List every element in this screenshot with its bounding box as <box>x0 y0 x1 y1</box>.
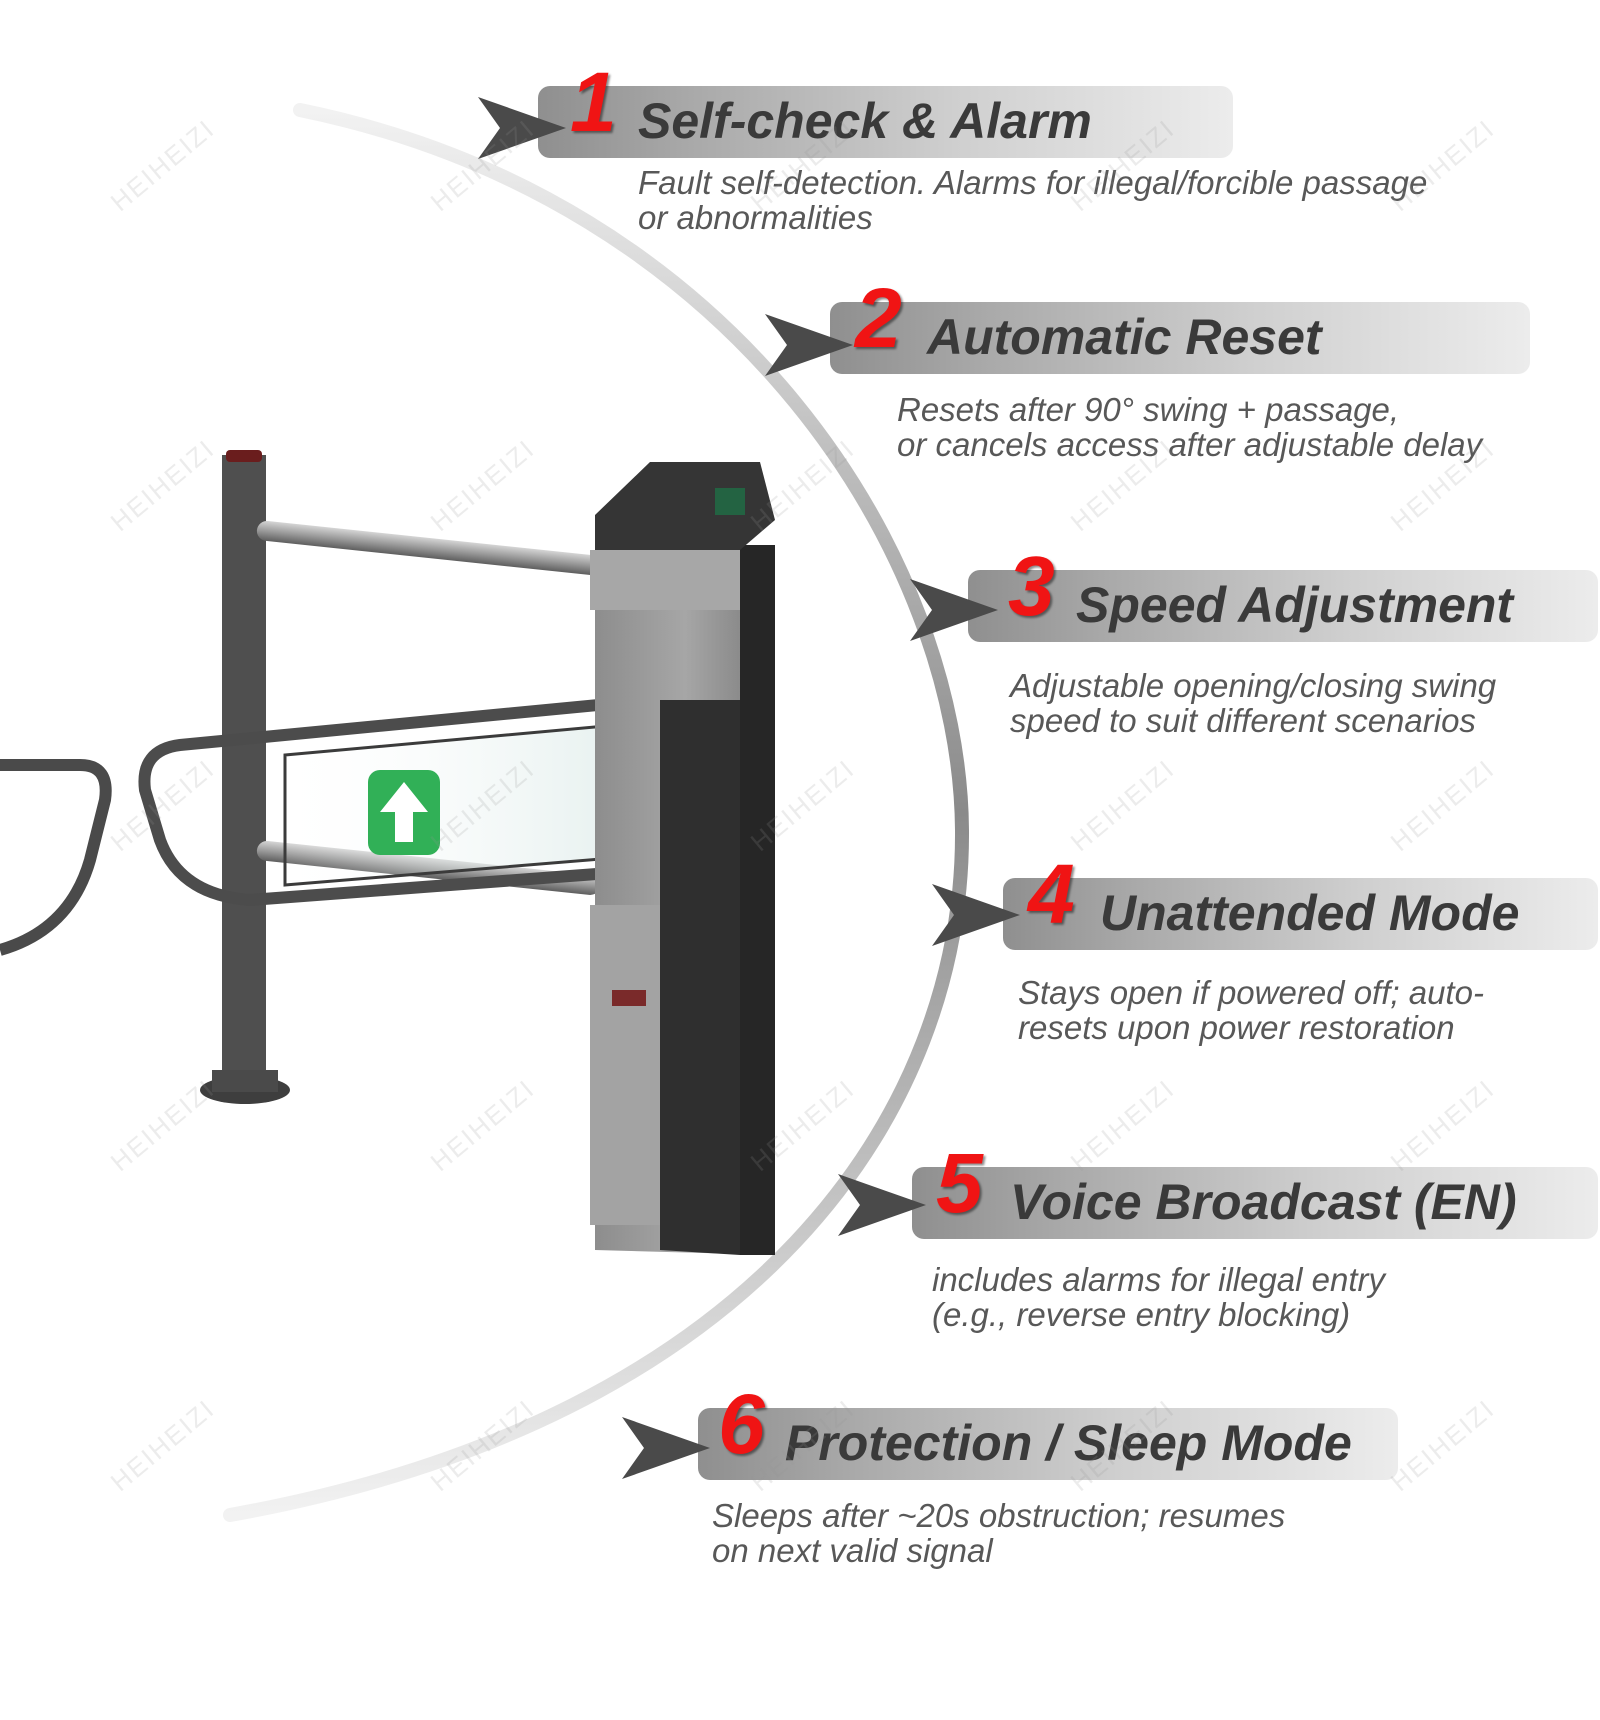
feature-description-line: Resets after 90° swing + passage, <box>897 391 1400 428</box>
feature-description: Stays open if powered off; auto-resets u… <box>1018 975 1484 1045</box>
top-rail <box>256 520 601 575</box>
feature-banner <box>968 570 1598 642</box>
feature-title: Unattended Mode <box>1100 885 1520 941</box>
feature-description-line: on next valid signal <box>712 1532 993 1569</box>
feature-number: 1 <box>570 55 617 149</box>
feature-description: includes alarms for illegal entry(e.g., … <box>932 1262 1385 1332</box>
chevron-pointer-icon <box>838 1174 926 1236</box>
feature-title: Automatic Reset <box>927 309 1322 365</box>
feature-number: 6 <box>718 1377 765 1471</box>
cabinet-door <box>590 905 660 1225</box>
feature-title: Self-check & Alarm <box>638 93 1092 149</box>
outer-loop-rail <box>0 759 112 956</box>
feature-banner <box>912 1167 1598 1239</box>
chevron-pointer-icon <box>932 884 1020 946</box>
feature-description-line: speed to suit different scenarios <box>1010 702 1476 739</box>
feature-description-line: or abnormalities <box>638 199 873 236</box>
chevron-pointer-icon <box>478 97 566 159</box>
post-cap <box>226 450 262 462</box>
feature-banner <box>830 302 1530 374</box>
swing-arm-frame <box>138 694 651 907</box>
feature-description-line: includes alarms for illegal entry <box>932 1261 1386 1298</box>
feature-description-line: Stays open if powered off; auto- <box>1018 974 1484 1011</box>
reader-icon <box>715 488 745 515</box>
feature-description-line: or cancels access after adjustable delay <box>897 426 1483 463</box>
feature-number: 3 <box>1008 539 1055 633</box>
feature-description: Fault self-detection. Alarms for illegal… <box>638 165 1427 235</box>
feature-description-line: Fault self-detection. Alarms for illegal… <box>638 164 1428 201</box>
feature-title: Voice Broadcast (EN) <box>1010 1174 1517 1230</box>
feature-title: Speed Adjustment <box>1076 577 1514 633</box>
status-light <box>612 990 646 1006</box>
feature-number: 2 <box>855 271 902 365</box>
feature-number: 4 <box>1028 847 1075 941</box>
feature-description: Resets after 90° swing + passage,or canc… <box>897 392 1482 462</box>
feature-banner <box>698 1408 1398 1480</box>
swing-gate-illustration <box>0 450 775 1255</box>
feature-banner <box>1003 878 1598 950</box>
feature-banner <box>538 86 1233 158</box>
chevron-pointer-icon <box>910 579 998 641</box>
feature-title: Protection / Sleep Mode <box>785 1415 1352 1471</box>
chevron-pointer-icon <box>765 314 853 376</box>
feature-description-line: (e.g., reverse entry blocking) <box>932 1296 1351 1333</box>
cabinet-top <box>595 462 775 550</box>
feature-description-line: Adjustable opening/closing swing <box>1010 667 1497 704</box>
feature-number: 5 <box>936 1136 983 1230</box>
decorative-arc <box>223 103 970 1522</box>
feature-description-line: Sleeps after ~20s obstruction; resumes <box>712 1497 1286 1534</box>
chevron-pointer-icon <box>622 1417 710 1479</box>
left-post <box>222 455 266 1075</box>
feature-description-line: resets upon power restoration <box>1018 1009 1455 1046</box>
